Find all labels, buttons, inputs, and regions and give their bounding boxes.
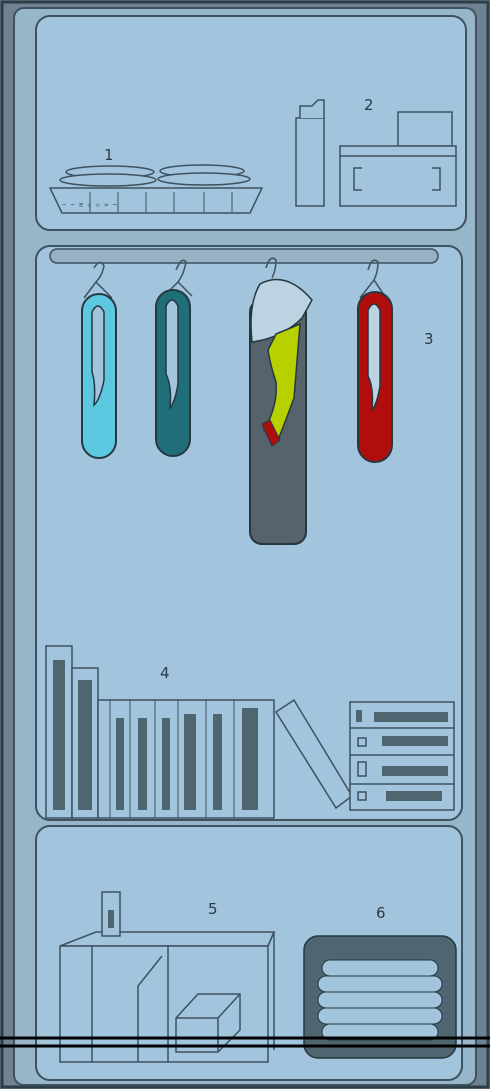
hanging-panel [35,245,463,821]
book-spine-c [162,718,170,810]
hanger-hook-light-blue [83,261,113,299]
cardboard-box[interactable] [339,111,457,207]
hanger-hook-grey [265,257,277,279]
book-spine-e [213,714,222,810]
top-shelf-compartment: ~ ~ ≡ ▫ ▫ ≈ ~ 1 2 [35,15,467,231]
hanging-rail [49,248,439,264]
vent-slat-4 [317,1007,443,1025]
book-2-spine [78,680,92,810]
garment-bag-teal[interactable] [155,259,193,457]
label-2: 2 [364,96,374,114]
box-lid [397,111,453,147]
garment-lining-lime [263,322,301,442]
vent-slat-1 [321,959,439,977]
hanging-compartment: 3 [35,245,463,821]
drawer-3-knob [357,761,367,777]
folded-clothes-left-mid [59,173,157,187]
box-bracket-left [353,167,362,191]
label-6: 6 [376,904,386,922]
drawer-4-handle [386,791,442,801]
tray-marks: ~ ~ ≡ ▫ ▫ ≈ ~ [62,201,117,209]
label-1: 1 [104,146,114,164]
drawer-2-knob [357,737,367,747]
label-4: 4 [160,664,170,682]
drawer-stack[interactable] [349,701,455,811]
box-body [339,145,457,207]
vent-slat-3 [317,991,443,1009]
garment-window-light-blue [91,305,105,407]
vent-box[interactable] [303,935,457,1059]
bottom-compartment: 5 6 [35,825,463,1081]
garment-bag-light-blue[interactable] [81,261,117,459]
crate-edge-right [267,931,275,947]
folded-clothes-right-mid [157,172,251,186]
clothes-tray [48,187,264,214]
bottle[interactable] [295,99,325,207]
drawer-4-knob [357,791,367,801]
vent-slat-2 [317,975,443,993]
drawer-3-handle [382,766,448,776]
garment-tag-red [261,419,281,447]
book-spine-d [184,714,196,810]
book-1-spine [53,660,65,810]
box-bracket-right [432,167,441,191]
bookshelf-books[interactable] [45,645,353,819]
garment-window-teal [165,299,179,411]
crate-post-mark [108,910,114,928]
drawer-1-knob [356,710,362,722]
garment-bag-red[interactable] [357,259,393,463]
vent-slat-5 [321,1023,439,1041]
label-3: 3 [424,330,434,348]
bottle-cap [299,99,325,118]
folded-clothes-stack[interactable]: ~ ~ ≡ ▫ ▫ ≈ ~ [48,164,264,214]
drawer-2-handle [382,736,448,746]
book-spine-f [242,708,258,810]
label-5: 5 [208,900,218,918]
drawer-1-handle [374,712,448,722]
garment-window-red [367,303,381,413]
bottle-body [295,117,325,207]
book-spine-b [138,718,147,810]
garment-bag-grey[interactable] [249,257,313,545]
small-box-edge-2 [217,993,241,1019]
crate-top [59,931,276,947]
hanger-hook-teal [163,259,193,297]
book-spine-a [116,718,124,810]
